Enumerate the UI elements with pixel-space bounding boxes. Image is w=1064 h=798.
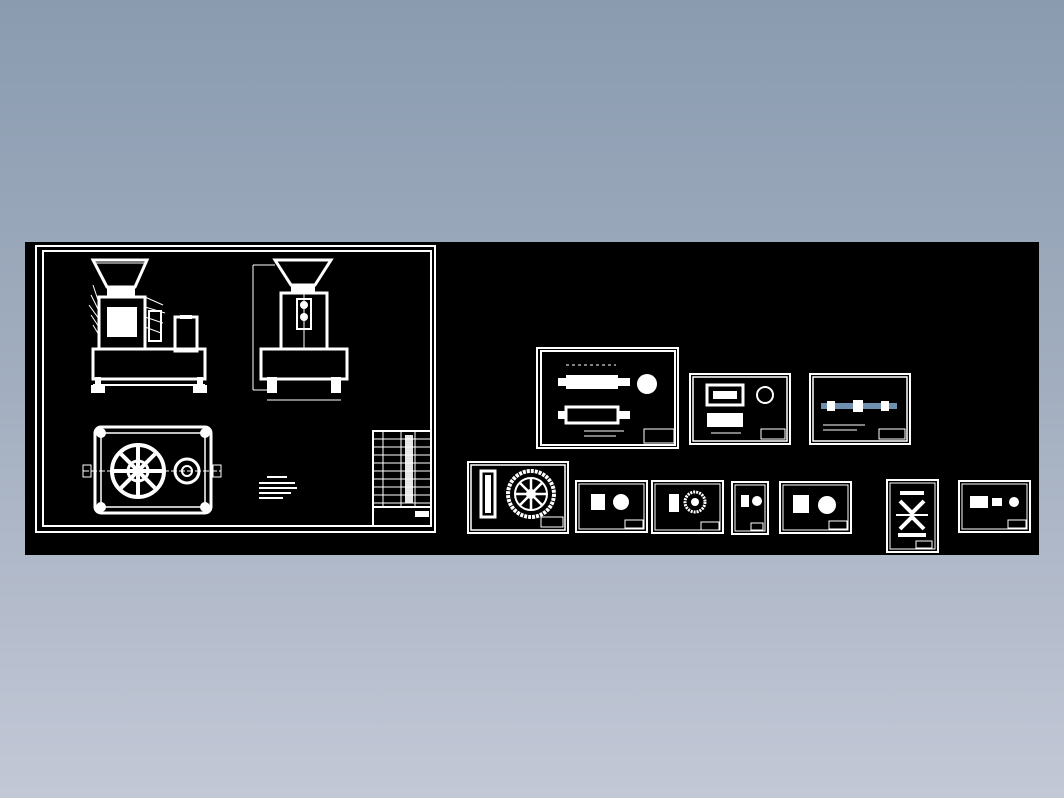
part-7-drawing — [731, 481, 769, 535]
model-space-canvas[interactable] — [25, 242, 1039, 555]
part-6-drawing-sheet[interactable] — [651, 480, 724, 534]
part-2-drawing — [689, 373, 791, 445]
shaft-drawing — [536, 347, 679, 449]
part-10-drawing — [958, 480, 1031, 533]
shaft-drawing-sheet[interactable] — [536, 347, 679, 449]
part-8-drawing — [779, 481, 852, 534]
part-9-drawing — [886, 479, 939, 553]
assembly-drawing-sheet[interactable] — [35, 245, 436, 533]
assembly-drawing — [35, 245, 436, 533]
gear-drawing-sheet[interactable] — [467, 461, 569, 534]
part-7-drawing-sheet[interactable] — [731, 481, 769, 535]
part-3-drawing-sheet[interactable] — [809, 373, 911, 445]
part-5-drawing-sheet[interactable] — [575, 480, 648, 533]
part-3-drawing — [809, 373, 911, 445]
part-6-drawing — [651, 480, 724, 534]
part-9-drawing-sheet[interactable] — [886, 479, 939, 553]
part-8-drawing-sheet[interactable] — [779, 481, 852, 534]
part-2-drawing-sheet[interactable] — [689, 373, 791, 445]
part-10-drawing-sheet[interactable] — [958, 480, 1031, 533]
gear-drawing — [467, 461, 569, 534]
part-5-drawing — [575, 480, 648, 533]
